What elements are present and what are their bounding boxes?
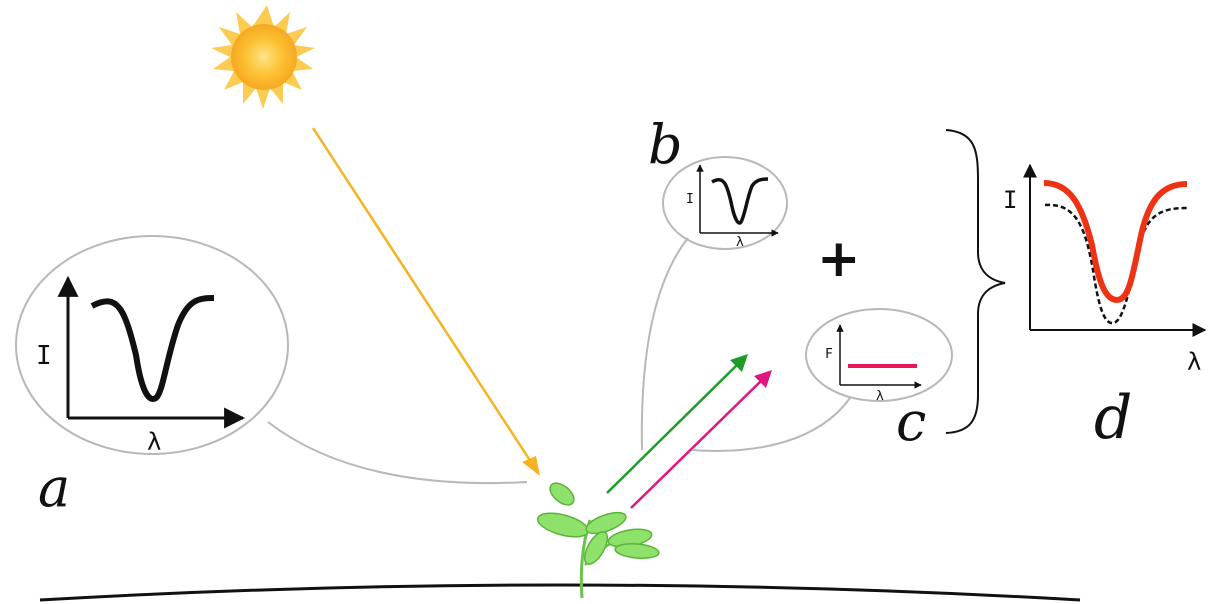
panel-d-label: d: [1094, 383, 1132, 453]
panel-d-ylabel: I: [1003, 186, 1017, 214]
panel-b-xlabel: λ: [736, 235, 744, 250]
plant-icon: [537, 482, 660, 599]
reflected-light-arrow: [606, 354, 748, 494]
ground-line: [39, 583, 1081, 602]
connector-a: [267, 421, 528, 485]
panel-b-label: b: [648, 113, 683, 176]
panel-c: F λ c: [805, 308, 953, 453]
panel-a-label: a: [38, 456, 70, 519]
panel-a-xlabel: λ: [147, 428, 161, 456]
panel-b-spectrum-curve: [711, 177, 769, 225]
panel-a-circle: [15, 235, 289, 455]
panel-c-xlabel: λ: [876, 389, 884, 404]
panel-b-circle: [662, 156, 788, 250]
panel-a-ylabel: I: [36, 341, 52, 371]
panel-b-ylabel: I: [686, 192, 694, 207]
panel-a: I λ a: [15, 235, 289, 519]
panel-c-circle: [805, 308, 953, 402]
panel-d-reflected-curve: [1044, 203, 1188, 325]
panel-d-xlabel: λ: [1187, 348, 1201, 376]
fluorescence-arrow: [630, 370, 772, 509]
panel-c-ylabel: F: [825, 347, 833, 362]
panel-b: I λ b: [648, 113, 788, 250]
connector-c: [691, 397, 851, 452]
sunlight-arrow: [311, 127, 540, 476]
sun-icon: [211, 5, 315, 109]
panel-a-spectrum-curve: [90, 295, 215, 402]
connector-b: [640, 237, 689, 451]
plus-sign: +: [817, 229, 861, 289]
panel-d: I λ d: [1003, 163, 1207, 453]
panel-c-label: c: [896, 390, 926, 453]
curly-brace: [945, 129, 1006, 434]
panel-d-combined-curve: [1043, 180, 1188, 304]
